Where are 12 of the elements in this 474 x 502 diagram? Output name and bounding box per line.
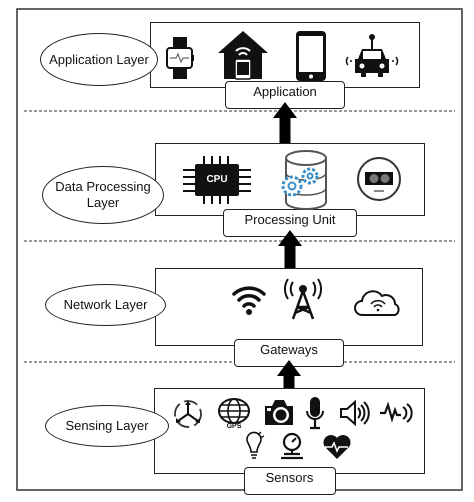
panel-title-tab: Application [225,81,345,109]
layer-name-ellipse: Sensing Layer [45,405,169,447]
layer-name-ellipse: Application Layer [40,33,158,86]
arrow [277,360,301,388]
panel-title-tab: Processing Unit [223,209,357,237]
arrow [278,230,302,268]
layer-name-ellipse: Data Processing Layer [42,166,164,224]
chip-label: CPU [205,173,229,187]
panel-title-tab: Gateways [234,339,344,367]
panel-title-tab: Sensors [244,467,336,495]
arrow [273,102,297,143]
layer-name-ellipse: Network Layer [45,284,166,326]
